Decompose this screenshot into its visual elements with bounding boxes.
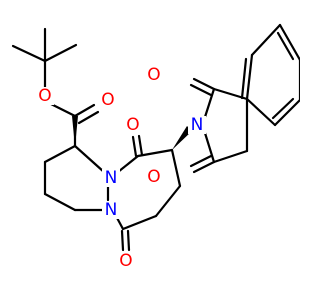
tert-butyl-group: [11, 27, 78, 93]
atom-label-o-phthalimide-bottom: O: [147, 167, 160, 187]
stereo-wedge-phthalimide: [172, 126, 192, 150]
bond-tbu-methyl-right: [43, 43, 78, 63]
bond-tbu-methyl-left: [11, 44, 47, 63]
bond-lower-carbonyl-double-b: [189, 154, 213, 168]
bond-carbonyl-top-double-a: [131, 135, 138, 158]
atom-label-n-ring-upper: N: [105, 168, 118, 188]
bond-ring-alpha-to-nupper: [73, 144, 106, 174]
diazepine-ring: [114, 134, 182, 252]
bond-stereo-to-ch2: [170, 148, 182, 188]
ester-group: [43, 99, 100, 148]
bond-carbonyl-double-b: [77, 110, 100, 125]
bond-benzene-1-inner: [240, 57, 248, 100]
bond-carbonyl-double-a: [73, 103, 96, 118]
atom-label-n-ring-lower: N: [105, 200, 118, 220]
atom-label-o-phthalimide-top: O: [147, 65, 160, 85]
bond-ch2-to-ch2: [154, 184, 182, 218]
chemical-structure-diagram: O O O O O O N N N: [11, 23, 300, 271]
bond-carbonyl-bottom-double-a: [120, 229, 125, 252]
phthalimide-group: [189, 77, 249, 174]
bond-benzene-6: [245, 97, 277, 127]
bond-benzene-5-inner: [271, 97, 295, 120]
atom-label-o-ester-single: O: [38, 86, 51, 106]
bond-ring-alpha-to-c2: [43, 144, 77, 164]
atom-label-n-phthalimide: N: [191, 115, 204, 135]
bond-benzene-2: [250, 23, 282, 57]
bond-carbonyl-top-double-b: [137, 134, 144, 157]
bond-upper-carbonyl-double-a: [192, 77, 216, 91]
bond-benzene-3-inner: [276, 31, 295, 61]
bond-benzene-5: [273, 98, 300, 127]
atom-label-o-ester-carbonyl: O: [101, 90, 114, 110]
bond-ring-c3-to-c4: [43, 192, 77, 212]
bond-carbonyl-bottom-double-b: [126, 229, 131, 252]
bond-lower-carbonyl-double-a: [192, 160, 216, 174]
bond-benzene-1: [245, 53, 254, 101]
bond-upper-carbonyl-double-b: [189, 83, 213, 97]
piperidine-ring: [43, 144, 110, 212]
bond-n-to-upper-carbonyl: [203, 87, 216, 119]
bond-ch2-to-carbonyl-bottom: [121, 214, 158, 231]
bond-benzene-3: [278, 23, 300, 62]
bond-nupper-to-carbonyl-top: [116, 154, 140, 174]
bond-lower-carbonyl-to-ring: [212, 149, 249, 164]
benzene-ring: [240, 23, 300, 127]
stereo-wedge-ester: [72, 116, 78, 147]
atom-label-o-ring-carbonyl-top: O: [126, 115, 139, 135]
atom-label-o-ring-carbonyl-bottom: O: [119, 251, 132, 271]
bond-n-to-lower-carbonyl: [203, 131, 216, 164]
bond-carbonyl-top-to-stereo: [136, 148, 174, 158]
atom-labels: O O O O O O N N N: [36, 65, 206, 271]
